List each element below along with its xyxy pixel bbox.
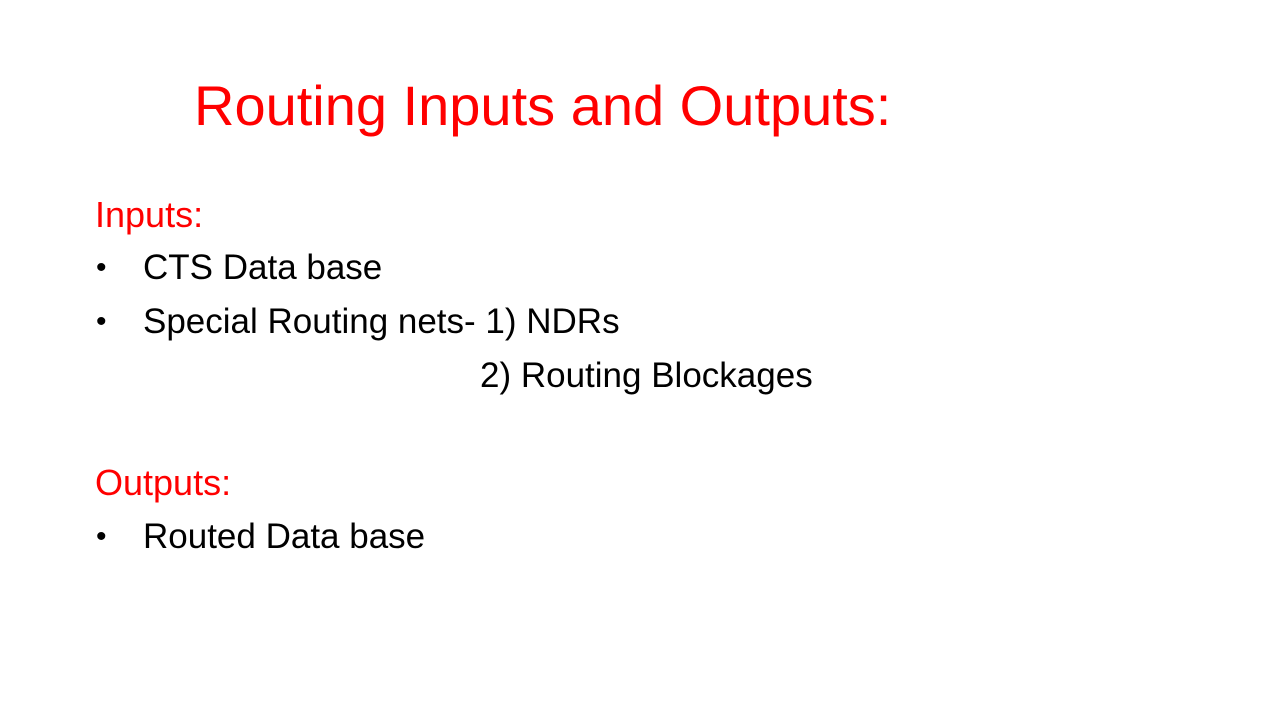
outputs-heading: Outputs: — [95, 462, 232, 503]
bullet: • — [96, 251, 107, 284]
bullet: • — [96, 305, 107, 338]
input-item-continuation: 2) Routing Blockages — [480, 356, 813, 395]
bullet: • — [96, 520, 107, 553]
output-item: Routed Data base — [143, 517, 426, 556]
inputs-heading: Inputs: — [95, 194, 204, 235]
input-item: CTS Data base — [143, 248, 383, 287]
slide-title: Routing Inputs and Outputs: — [194, 74, 892, 137]
input-item: Special Routing nets- 1) NDRs — [143, 302, 620, 341]
